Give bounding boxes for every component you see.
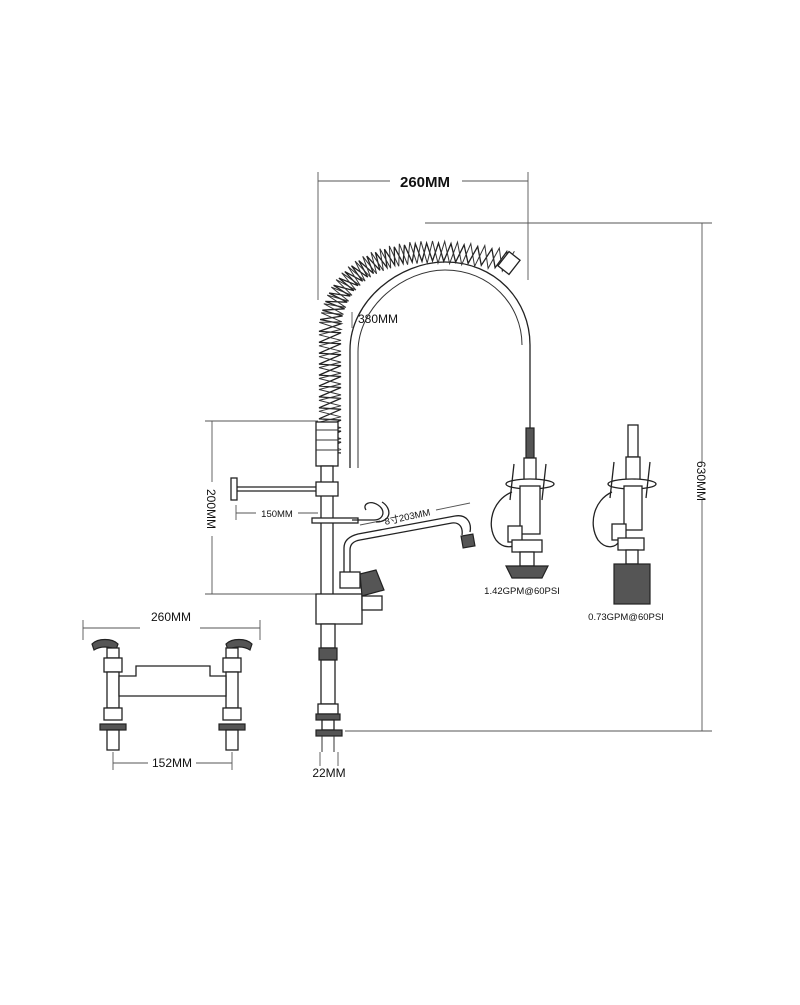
label-total-height: 630MM <box>694 461 708 501</box>
valve-low-hose-end <box>627 424 639 458</box>
deck-mount-base <box>91 638 253 751</box>
wall-bracket <box>230 477 238 501</box>
mount-plate <box>315 713 341 721</box>
shank-pipe <box>320 659 336 705</box>
left-valve-cap <box>103 657 123 673</box>
label-flow-low: 0.73GPM@60PSI <box>588 612 664 623</box>
pre-rinse-unit <box>230 239 531 752</box>
dim-spout-line-right <box>435 502 471 511</box>
valve-high-trigger-rod <box>509 463 515 501</box>
shank-upper <box>320 623 336 649</box>
hook-curve <box>352 502 384 521</box>
dimension-lines <box>82 172 712 770</box>
valve-high-neck <box>519 551 535 567</box>
left-handle-stem <box>106 647 120 659</box>
right-mount-plate <box>218 723 246 731</box>
label-base-width: 260MM <box>151 610 191 624</box>
label-arm-length: 150MM <box>261 509 293 520</box>
label-top-width: 260MM <box>400 174 450 191</box>
valve-low-lower <box>617 537 645 551</box>
lever-handle <box>359 569 385 597</box>
valve-body <box>315 593 363 625</box>
right-valve-cap <box>222 657 242 673</box>
valve-high-hose-end <box>525 427 535 459</box>
valve-low-trigger <box>592 491 621 548</box>
bridge-body <box>118 665 227 697</box>
valve-high-lower <box>511 539 543 553</box>
right-shank <box>225 729 239 751</box>
spring-base-collar <box>315 421 339 467</box>
spray-valve-low <box>592 424 657 605</box>
valve-high-trigger-rod-2 <box>541 463 547 501</box>
spout-upper <box>343 515 472 575</box>
valve-low-trigger-rod-2 <box>645 461 651 499</box>
spout-aerator <box>460 533 476 549</box>
shank-washer <box>317 703 339 715</box>
valve-high-body <box>519 485 541 535</box>
shank-nut <box>318 647 338 661</box>
valve-nut <box>339 571 361 589</box>
inlet-stub <box>321 719 335 731</box>
right-handle-stem <box>225 647 239 659</box>
valve-low-head <box>613 563 651 605</box>
hook-curve-outer <box>375 501 390 523</box>
label-base-centers: 152MM <box>152 756 192 770</box>
lever-base <box>361 595 383 611</box>
valve-low-neck <box>625 549 639 565</box>
hook-bar <box>311 517 359 524</box>
spring-coil <box>318 240 511 454</box>
spray-valve-high <box>490 427 555 579</box>
label-inlet-diameter: 22MM <box>312 766 345 780</box>
spout-lower <box>349 522 463 575</box>
left-shank <box>106 729 120 751</box>
label-flow-high: 1.42GPM@60PSI <box>484 586 560 597</box>
inlet-base <box>315 729 343 737</box>
valve-low-body <box>623 485 643 531</box>
left-valve-body <box>106 671 120 709</box>
hose-inner <box>349 261 531 468</box>
left-lower-nut <box>103 707 123 721</box>
label-riser-height: 200MM <box>204 489 218 529</box>
arm-clamp <box>315 481 339 497</box>
spring-coil-back <box>318 239 515 456</box>
left-mount-plate <box>99 723 127 731</box>
right-lower-nut <box>222 707 242 721</box>
valve-high-head <box>505 565 549 579</box>
spring-end-cap <box>497 250 521 276</box>
right-valve-body <box>225 671 239 709</box>
hose-inner-2 <box>357 269 523 468</box>
